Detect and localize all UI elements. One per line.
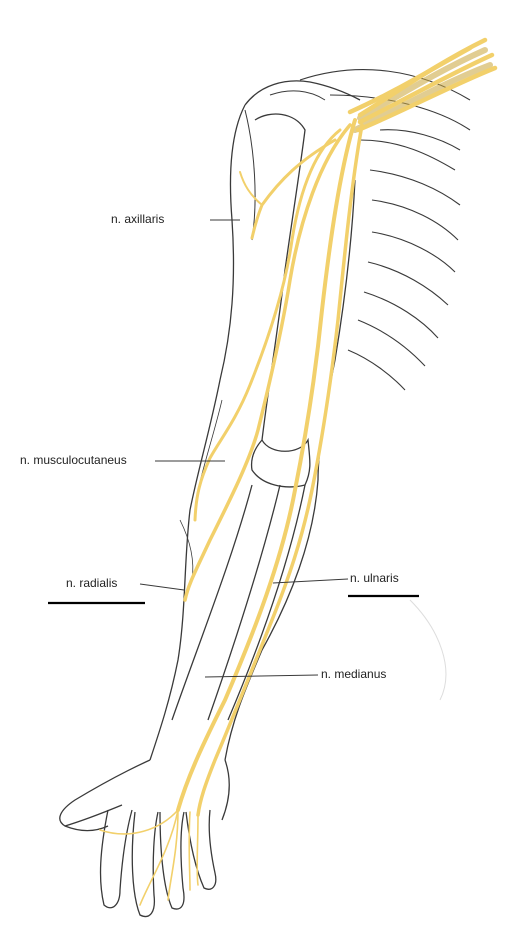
label-n-medianus: n. medianus — [321, 667, 386, 681]
label-n-axillaris: n. axillaris — [111, 212, 164, 226]
label-n-musculocutaneus: n. musculocutaneus — [20, 453, 127, 467]
label-n-ulnaris: n. ulnaris — [350, 571, 399, 585]
label-n-radialis: n. radialis — [66, 576, 117, 590]
